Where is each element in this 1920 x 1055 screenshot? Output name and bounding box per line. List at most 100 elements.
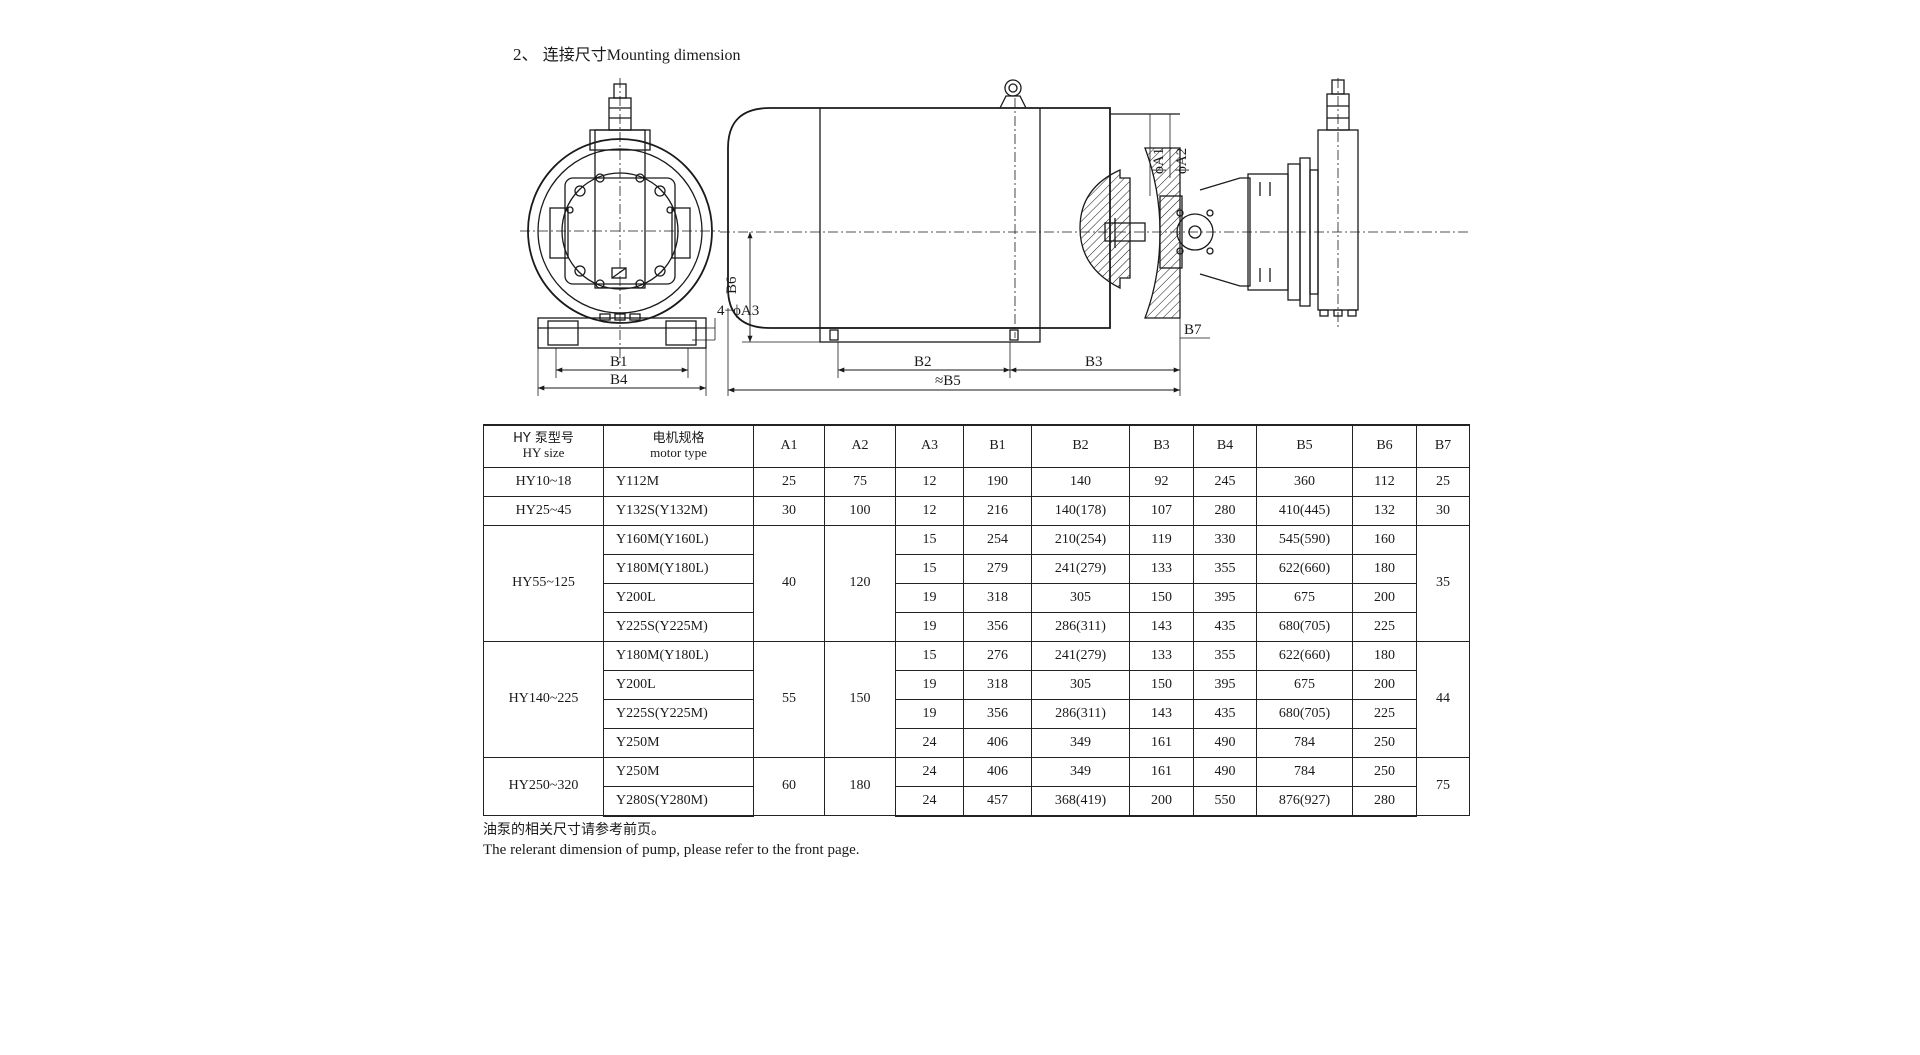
- cell-b4: 245: [1193, 466, 1257, 497]
- mounting-dimension-drawing: B1 B4 4−ϕA3: [520, 78, 1470, 396]
- cell-hy-size: HY250~320: [483, 756, 604, 816]
- cell-hy-size: HY140~225: [483, 640, 604, 758]
- cell-b3: 200: [1129, 785, 1194, 817]
- cell-b4: 395: [1193, 669, 1257, 700]
- cell-b3: 107: [1129, 495, 1194, 526]
- cell-a3: 19: [895, 582, 964, 613]
- footnote-en: The relerant dimension of pump, please r…: [483, 842, 860, 858]
- cell-motor-type: Y180M(Y180L): [603, 640, 754, 671]
- cell-b6: 250: [1352, 756, 1417, 787]
- cell-b3: 143: [1129, 698, 1194, 729]
- cell-b5: 784: [1256, 727, 1353, 758]
- cell-b5: 680(705): [1256, 611, 1353, 642]
- header-a2: A2: [824, 424, 896, 468]
- cell-a3: 19: [895, 611, 964, 642]
- cell-b4: 435: [1193, 698, 1257, 729]
- cell-motor-type: Y160M(Y160L): [603, 524, 754, 555]
- cell-b4: 490: [1193, 727, 1257, 758]
- label-b6: B6: [724, 276, 740, 294]
- cell-a3: 19: [895, 669, 964, 700]
- cell-b7: 30: [1416, 495, 1470, 526]
- side-view: [720, 78, 1470, 396]
- header-b4: B4: [1193, 424, 1257, 468]
- cell-b2: 349: [1031, 756, 1130, 787]
- cell-b6: 225: [1352, 698, 1417, 729]
- cell-b6: 200: [1352, 669, 1417, 700]
- cell-motor-type: Y180M(Y180L): [603, 553, 754, 584]
- cell-b7: 44: [1416, 640, 1470, 758]
- cell-b1: 406: [963, 756, 1032, 787]
- section-heading: 2、 连接尺寸Mounting dimension: [513, 40, 741, 65]
- cell-a3: 12: [895, 495, 964, 526]
- cell-motor-type: Y132S(Y132M): [603, 495, 754, 526]
- cell-b5: 680(705): [1256, 698, 1353, 729]
- cell-hy-size: HY10~18: [483, 466, 604, 497]
- header-hy-size: HY 泵型号 HY size: [483, 424, 604, 468]
- cell-b1: 276: [963, 640, 1032, 671]
- front-view: [520, 78, 720, 396]
- cell-b1: 457: [963, 785, 1032, 817]
- cell-b1: 279: [963, 553, 1032, 584]
- label-a1: ϕA1: [1151, 148, 1167, 174]
- cell-b4: 395: [1193, 582, 1257, 613]
- cell-b4: 280: [1193, 495, 1257, 526]
- cell-b6: 132: [1352, 495, 1417, 526]
- cell-a2: 75: [824, 466, 896, 497]
- section-title-cn: 连接尺寸: [542, 45, 607, 64]
- cell-b3: 133: [1129, 553, 1194, 584]
- cell-b6: 112: [1352, 466, 1417, 497]
- cell-b3: 133: [1129, 640, 1194, 671]
- cell-b2: 241(279): [1031, 553, 1130, 584]
- label-b1: B1: [610, 354, 628, 370]
- cell-b1: 216: [963, 495, 1032, 526]
- cell-a1: 25: [753, 466, 825, 497]
- section-title-en: Mounting dimension: [606, 47, 741, 64]
- cell-b4: 355: [1193, 640, 1257, 671]
- cell-b1: 318: [963, 582, 1032, 613]
- cell-b4: 490: [1193, 756, 1257, 787]
- label-b3: B3: [1085, 354, 1103, 370]
- cell-b3: 119: [1129, 524, 1194, 555]
- cell-hy-size: HY25~45: [483, 495, 604, 526]
- label-a2: ϕA2: [1174, 148, 1190, 174]
- cell-b1: 254: [963, 524, 1032, 555]
- section-number: 2、: [513, 45, 539, 64]
- cell-a1: 55: [753, 640, 825, 758]
- cell-b6: 250: [1352, 727, 1417, 758]
- header-b1: B1: [963, 424, 1032, 468]
- cell-motor-type: Y225S(Y225M): [603, 698, 754, 729]
- cell-hy-size: HY55~125: [483, 524, 604, 642]
- cell-b2: 210(254): [1031, 524, 1130, 555]
- cell-b2: 241(279): [1031, 640, 1130, 671]
- label-b2: B2: [914, 354, 932, 370]
- cell-b2: 140: [1031, 466, 1130, 497]
- header-b2: B2: [1031, 424, 1130, 468]
- cell-a2: 150: [824, 640, 896, 758]
- cell-a1: 40: [753, 524, 825, 642]
- cell-b5: 545(590): [1256, 524, 1353, 555]
- cell-b7: 75: [1416, 756, 1470, 816]
- cell-a3: 15: [895, 640, 964, 671]
- cell-b3: 161: [1129, 727, 1194, 758]
- cell-motor-type: Y200L: [603, 582, 754, 613]
- cell-b1: 318: [963, 669, 1032, 700]
- header-b5: B5: [1256, 424, 1353, 468]
- cell-b2: 286(311): [1031, 611, 1130, 642]
- cell-b2: 305: [1031, 669, 1130, 700]
- cell-b2: 286(311): [1031, 698, 1130, 729]
- cell-a1: 30: [753, 495, 825, 526]
- cell-b7: 35: [1416, 524, 1470, 642]
- cell-b6: 200: [1352, 582, 1417, 613]
- cell-b1: 190: [963, 466, 1032, 497]
- cell-b6: 180: [1352, 640, 1417, 671]
- cell-b1: 356: [963, 611, 1032, 642]
- label-b4: B4: [610, 372, 628, 388]
- cell-motor-type: Y200L: [603, 669, 754, 700]
- header-b7: B7: [1416, 424, 1470, 468]
